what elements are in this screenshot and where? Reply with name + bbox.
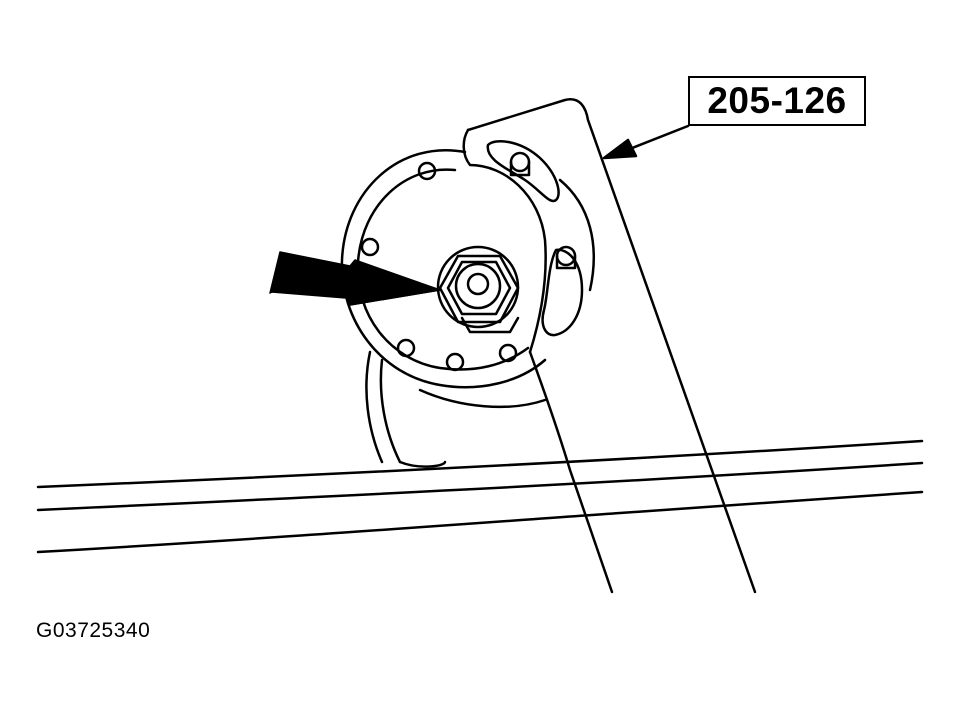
housing-outline-bottom [418,388,547,409]
flange-outer-edge [340,149,547,389]
flange-bolt-hole [360,237,380,257]
tool-number-label: 205-126 [688,76,866,126]
tool-handle-outline [466,97,757,594]
nut-flange-base [460,316,520,334]
flange-rim-right [558,178,595,292]
leader-arrowhead [602,138,638,160]
tool-number-text: 205-126 [707,80,847,121]
housing-contour [398,460,447,468]
companion-flange [340,149,595,389]
tool-jaw-outer [462,128,547,354]
flange-bolt-hole [417,161,437,181]
housing-outline-inner [379,358,402,464]
nut-boss [454,262,502,310]
tool-handle-left-edge [528,350,614,594]
axle-line-top [36,439,924,489]
pinion-housing [365,350,547,468]
figure-id: G03725340 [36,619,151,642]
axle-line-bottom [36,490,924,554]
pinion-nut [436,245,520,334]
pointer-arrow-icon [269,251,441,306]
flange-inner-edge [356,168,530,371]
flange-bolt-hole [498,343,518,363]
flange-bolt-hole [396,338,416,358]
axle-line-middle [36,461,924,512]
nut-hex [438,254,520,324]
pinion-shaft-end [466,272,490,296]
nut-hex-face [446,260,512,316]
tool-pin-shank [555,254,577,270]
holding-tool [462,97,757,594]
housing-outline-left [365,350,384,464]
tool-jaw-slot-lower [541,248,584,337]
tool-pin-shank [509,160,531,177]
axle-housing-lines [36,439,924,554]
tool-pin [509,151,531,173]
pointer-arrow-shape-lower [345,261,441,306]
flange-bolt-hole [445,352,465,372]
callout-leader [602,124,690,160]
